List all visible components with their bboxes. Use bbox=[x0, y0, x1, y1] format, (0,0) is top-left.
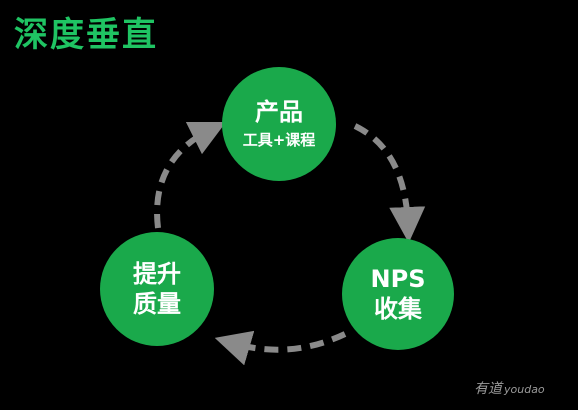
node-quality: 提升 质量 bbox=[100, 232, 214, 346]
watermark-cn: 有道 bbox=[474, 381, 502, 397]
node-quality-line2: 质量 bbox=[133, 290, 181, 318]
node-product-title: 产品 bbox=[255, 98, 303, 126]
arrow-product-to-nps bbox=[353, 123, 426, 243]
watermark-en: youdao bbox=[504, 383, 545, 396]
node-product: 产品 工具+课程 bbox=[222, 67, 336, 181]
node-nps: NPS 收集 bbox=[342, 238, 454, 350]
node-nps-line2: 收集 bbox=[374, 295, 422, 323]
node-product-subtitle: 工具+课程 bbox=[242, 131, 316, 149]
arrow-quality-to-product bbox=[154, 121, 227, 229]
arrow-nps-to-quality bbox=[214, 330, 347, 366]
node-nps-line1: NPS bbox=[370, 265, 426, 293]
node-quality-line1: 提升 bbox=[133, 260, 181, 288]
slide-title: 深度垂直 bbox=[14, 15, 158, 55]
